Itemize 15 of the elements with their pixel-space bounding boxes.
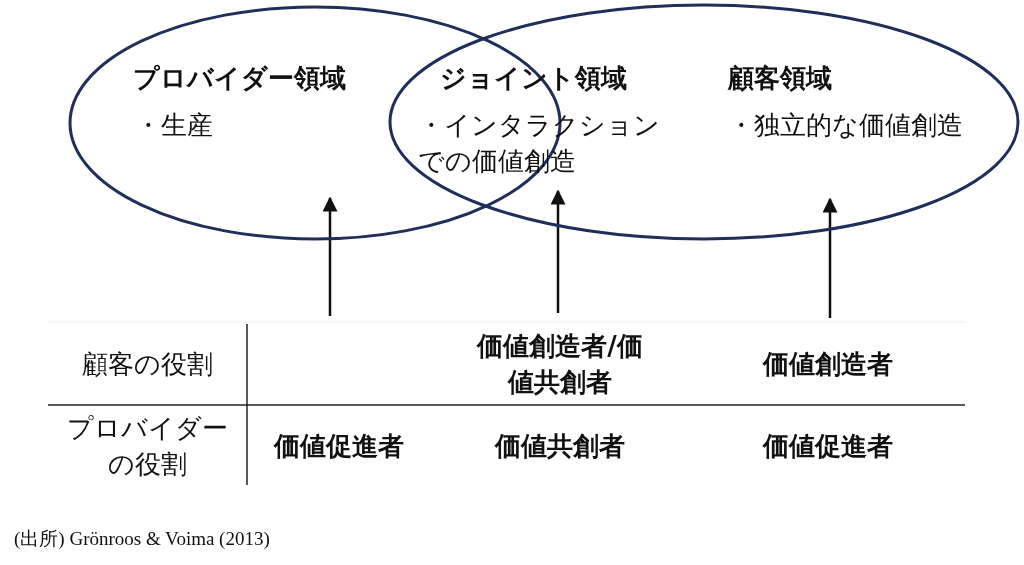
row-header: プロバイダーの役割 — [66, 411, 229, 481]
region-text: ・独立的な価値創造 — [728, 109, 964, 142]
arrow — [550, 189, 566, 313]
region-text: ・生産 — [135, 109, 214, 142]
role-value: 価値促進者 — [762, 429, 893, 463]
arrow — [822, 197, 838, 318]
role-value: 価値創造者/価値共創者 — [475, 330, 644, 399]
arrow — [322, 196, 338, 316]
row-header: 顧客の役割 — [82, 348, 213, 381]
region-heading: プロバイダー領域 — [133, 62, 347, 95]
role-value: 価値促進者 — [273, 429, 404, 463]
role-value: 価値創造者 — [762, 348, 893, 381]
role-value: 価値共創者 — [495, 429, 625, 463]
region-heading: 顧客領域 — [728, 62, 833, 95]
source-caption: (出所) Grönroos & Voima (2013) — [14, 527, 270, 551]
